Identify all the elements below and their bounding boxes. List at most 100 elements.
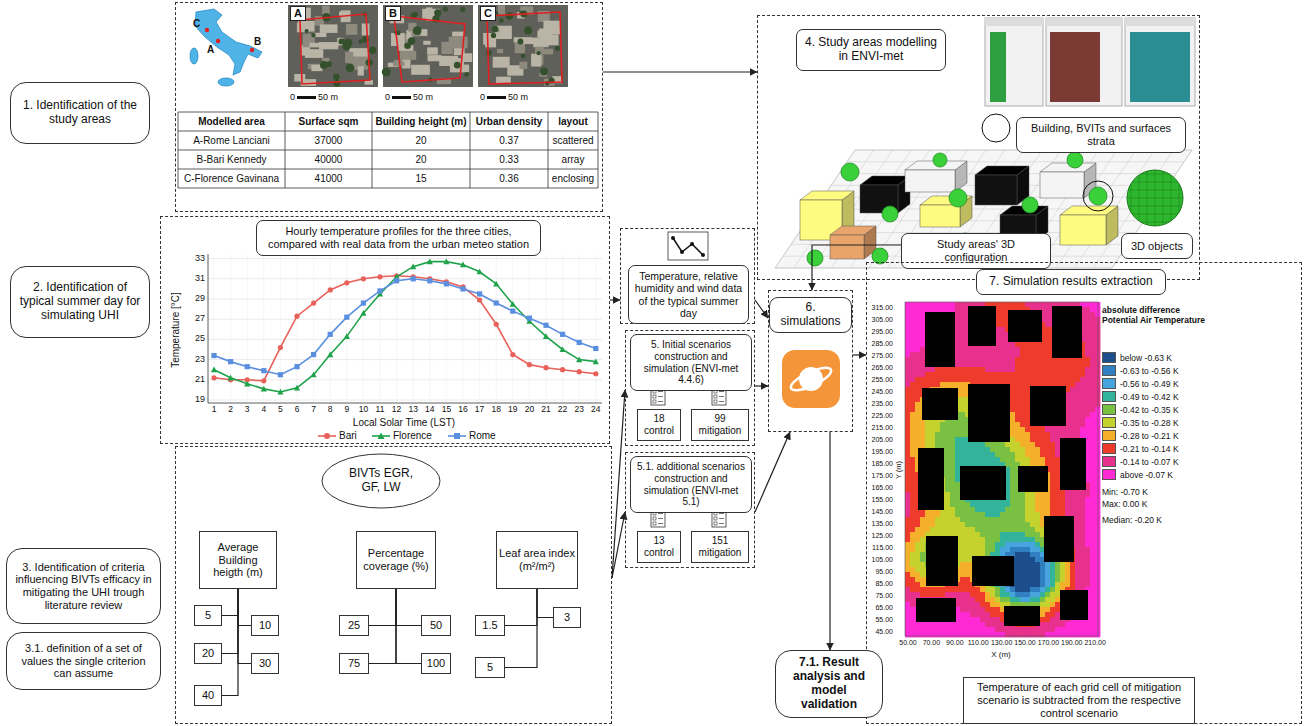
heatmap-cell xyxy=(990,357,995,362)
heatmap-cell xyxy=(1010,462,1015,467)
heatmap-cell xyxy=(910,557,915,562)
heatmap-cell xyxy=(945,437,950,442)
heatmap-cell xyxy=(1010,447,1015,452)
heatmap-cell xyxy=(965,612,970,617)
heatmap-cell xyxy=(1000,517,1005,522)
heatmap-cell xyxy=(1005,592,1010,597)
heatmap-cell xyxy=(1000,587,1005,592)
grid-line xyxy=(208,379,602,380)
heatmap-cell xyxy=(950,527,955,532)
heatmap-cell xyxy=(910,392,915,397)
heatmap-cell xyxy=(955,422,960,427)
heatmap-cell xyxy=(1020,542,1025,547)
data-marker xyxy=(577,340,582,345)
heatmap-cell xyxy=(965,372,970,377)
heatmap-cell xyxy=(955,487,960,492)
heatmap-cell xyxy=(930,522,935,527)
heatmap-cell xyxy=(910,332,915,337)
heatmap-cell xyxy=(990,442,995,447)
heatmap-cell xyxy=(950,382,955,387)
heatmap-cell xyxy=(985,457,990,462)
study-area-outline xyxy=(300,14,370,84)
heatmap-cell xyxy=(935,632,940,637)
heatmap-cell xyxy=(910,307,915,312)
grid-line xyxy=(208,299,602,300)
heatmap-cell xyxy=(920,357,925,362)
heatmap-cell xyxy=(915,532,920,537)
heatmap-cell xyxy=(1010,492,1015,497)
heatmap-cell xyxy=(915,632,920,637)
heatmap-cell xyxy=(1000,327,1005,332)
model-tree xyxy=(841,163,859,181)
heatmap-cell xyxy=(955,462,960,467)
heatmap-cell xyxy=(995,447,1000,452)
heatmap-cell xyxy=(1010,512,1015,517)
heatmap-cell xyxy=(980,377,985,382)
data-marker xyxy=(377,274,382,279)
data-marker xyxy=(443,259,449,265)
heatmap-cell xyxy=(995,617,1000,622)
heatmap-cell xyxy=(920,332,925,337)
heatmap-cell xyxy=(910,602,915,607)
heatmap-cell xyxy=(910,302,915,307)
heatmap-cell xyxy=(1005,362,1010,367)
heatmap-cell xyxy=(970,362,975,367)
satellite-image xyxy=(428,55,442,61)
heatmap-cell xyxy=(995,602,1000,607)
data-marker xyxy=(377,288,382,293)
data-marker xyxy=(328,287,333,292)
heatmap-cell xyxy=(925,422,930,427)
heatmap-cell xyxy=(965,542,970,547)
heatmap-cell xyxy=(1015,507,1020,512)
heatmap-cell xyxy=(1010,627,1015,632)
heatmap-cell xyxy=(915,362,920,367)
heatmap-cell xyxy=(1005,367,1010,372)
heatmap-cell xyxy=(905,567,910,572)
data-marker xyxy=(543,333,549,339)
heatmap-cell xyxy=(915,562,920,567)
heatmap-cell xyxy=(985,537,990,542)
list-icon xyxy=(719,396,724,397)
heatmap-cell xyxy=(905,377,910,382)
heatmap-cell xyxy=(975,452,980,457)
heatmap-cell xyxy=(960,302,965,307)
heatmap-cell xyxy=(960,427,965,432)
list-icon xyxy=(714,400,717,403)
satellite-image xyxy=(478,5,568,87)
heatmap-cell xyxy=(910,342,915,347)
heatmap-cell xyxy=(1005,507,1010,512)
table-line xyxy=(178,131,598,132)
data-marker xyxy=(211,375,216,380)
heatmap-cell xyxy=(970,622,975,627)
heatmap-cell xyxy=(935,622,940,627)
italy-map xyxy=(190,48,198,64)
heatmap-cell xyxy=(1020,402,1025,407)
heatmap-cell xyxy=(920,317,925,322)
heatmap-cell xyxy=(975,542,980,547)
heatmap-cell xyxy=(970,457,975,462)
data-marker xyxy=(228,359,233,364)
heatmap-cell xyxy=(1010,547,1015,552)
heatmap-cell xyxy=(970,367,975,372)
heatmap-cell xyxy=(995,607,1000,612)
data-marker xyxy=(311,352,316,357)
heatmap-cell xyxy=(965,522,970,527)
heatmap-cell xyxy=(910,537,915,542)
heatmap-cell xyxy=(1015,422,1020,427)
heatmap-cell xyxy=(985,617,990,622)
heatmap-cell xyxy=(1005,512,1010,517)
chart-icon xyxy=(701,253,705,257)
heatmap-cell xyxy=(920,347,925,352)
heatmap-cell xyxy=(945,442,950,447)
heatmap-cell xyxy=(905,412,910,417)
heatmap-cell xyxy=(1015,522,1020,527)
heatmap-cell xyxy=(905,592,910,597)
heatmap-cell xyxy=(985,347,990,352)
heatmap-cell xyxy=(1015,632,1020,637)
heatmap-cell xyxy=(910,567,915,572)
heatmap-cell xyxy=(980,617,985,622)
heatmap-cell xyxy=(1005,372,1010,377)
heatmap-cell xyxy=(945,457,950,462)
heatmap-cell xyxy=(960,362,965,367)
heatmap-cell xyxy=(1020,532,1025,537)
